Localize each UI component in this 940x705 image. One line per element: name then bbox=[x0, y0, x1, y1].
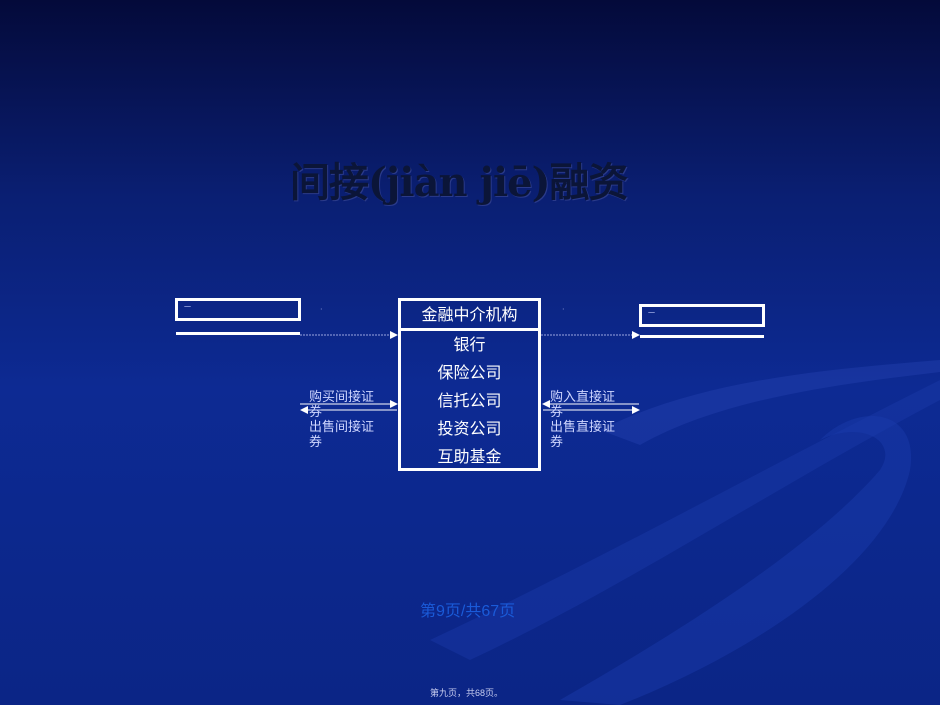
footer-text: 第九页，共68页。 bbox=[430, 688, 504, 698]
intermediary-item-trust: 信托公司 bbox=[437, 391, 502, 410]
right-buy-label: 购入直接证券 bbox=[550, 390, 616, 420]
intermediary-item-insurance: 保险公司 bbox=[437, 363, 502, 382]
right-party-underline bbox=[640, 335, 764, 338]
left-party-underline bbox=[176, 332, 300, 335]
intermediary-item-mutual-fund: 互助基金 bbox=[437, 447, 502, 466]
page-indicator: 第9页/共67页 bbox=[420, 603, 516, 620]
intermediary-item-bank: 银行 bbox=[453, 335, 486, 354]
dot-left: · bbox=[320, 305, 323, 314]
right-party-box: 一 bbox=[639, 304, 765, 327]
intermediary-item-investment: 投资公司 bbox=[437, 419, 502, 438]
intermediary-header: 金融中介机构 bbox=[401, 301, 538, 331]
dot-right: · bbox=[562, 305, 565, 314]
financial-intermediary-box: 金融中介机构 银行 保险公司 信托公司 投资公司 互助基金 bbox=[398, 298, 541, 471]
slide-title: 间接(jiàn jiē)融资 bbox=[290, 159, 629, 206]
right-party-label: 一 bbox=[648, 309, 655, 317]
left-buy-label: 购买间接证券 bbox=[309, 390, 375, 420]
left-party-label: 一 bbox=[184, 303, 191, 311]
left-party-box: 一 bbox=[175, 298, 301, 321]
left-sell-label: 出售间接证券 bbox=[309, 420, 375, 450]
right-sell-label: 出售直接证券 bbox=[550, 420, 616, 450]
